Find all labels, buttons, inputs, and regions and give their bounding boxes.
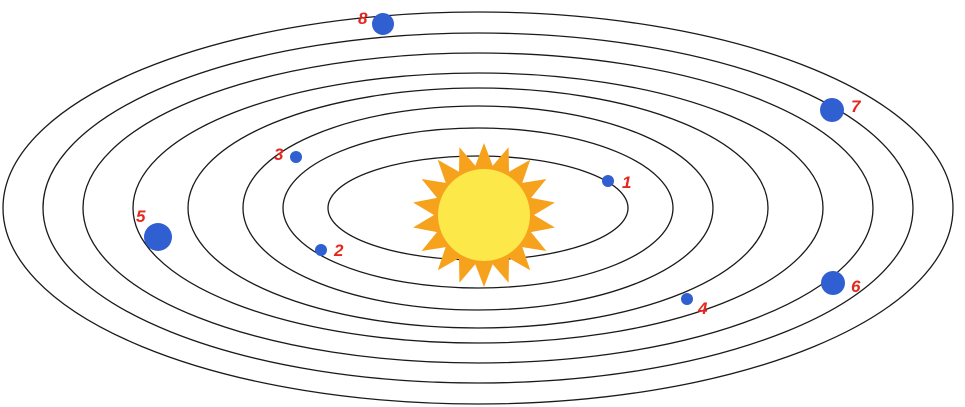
orbit-8 [2,11,954,405]
orbit-6 [82,52,874,364]
planet-2: 2 [315,241,344,260]
planet-label: 6 [851,277,861,296]
planets-group: 1 2 3 4 5 6 7 8 [136,9,862,318]
planet-dot [821,271,845,295]
orbit-2 [282,127,674,289]
planet-dot [315,244,327,256]
planet-dot [290,151,302,163]
orbit-4 [187,87,769,329]
planet-8: 8 [358,9,394,35]
planet-7: 7 [820,97,862,122]
planet-1: 1 [602,173,631,192]
sun-icon [413,143,555,287]
planet-label: 8 [358,9,368,28]
planet-6: 6 [821,271,861,296]
planet-label: 1 [622,173,631,192]
planet-label: 7 [851,97,862,116]
planet-dot [144,223,172,251]
planet-3: 3 [274,145,302,164]
planet-5: 5 [136,207,172,251]
planet-label: 4 [697,299,708,318]
orbit-5 [132,72,824,344]
planet-dot [602,175,614,187]
planet-label: 3 [274,145,284,164]
planet-dot [681,293,693,305]
planet-dot [372,13,394,35]
orbits-group [2,11,954,405]
planet-label: 2 [333,241,344,260]
orbit-3 [242,105,714,311]
sun-core [438,169,530,261]
planet-label: 5 [136,207,146,226]
planet-dot [820,98,844,122]
orbit-7 [42,32,914,384]
planet-4: 4 [681,293,708,318]
